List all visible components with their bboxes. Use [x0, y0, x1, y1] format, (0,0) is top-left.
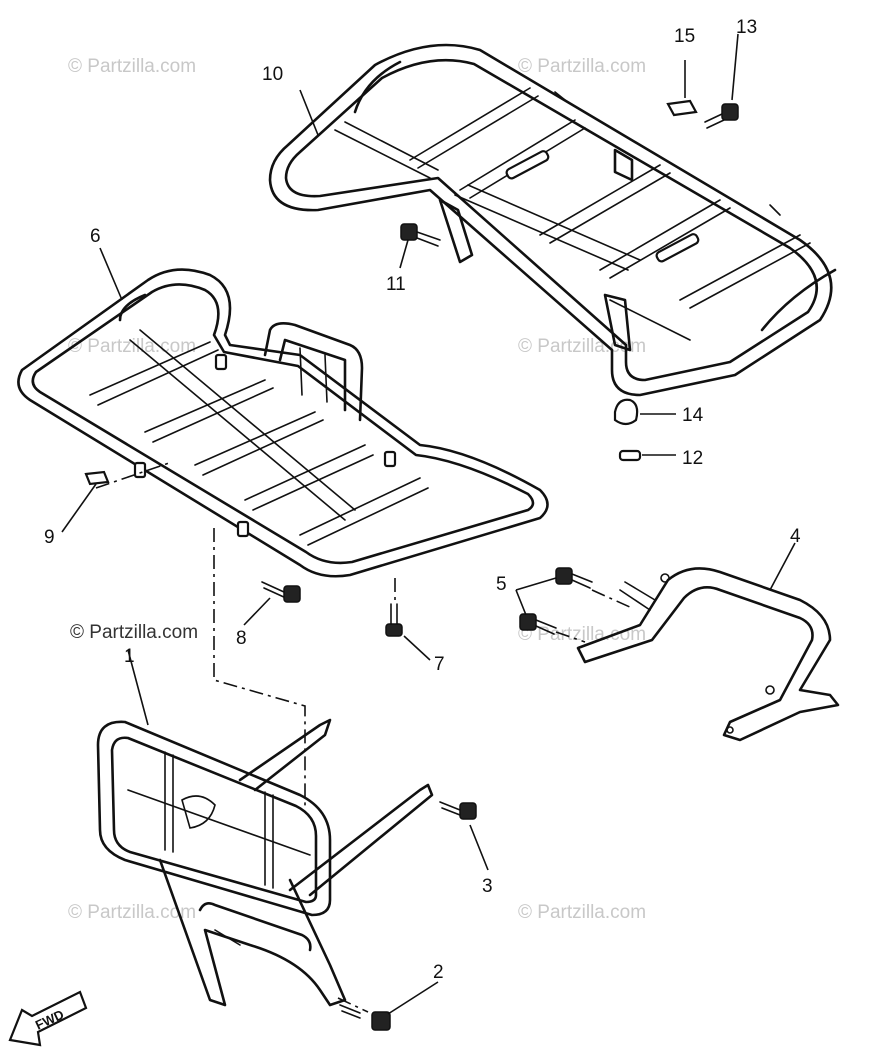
callout-1: 1 — [124, 646, 135, 667]
callout-5: 5 — [496, 574, 507, 595]
bolt-2 — [339, 1004, 391, 1031]
rear-carrier — [268, 43, 837, 397]
watermark-primary: © Partzilla.com — [70, 622, 198, 643]
watermark-bottom-right: © Partzilla.com — [518, 902, 646, 923]
watermark-top-left: © Partzilla.com — [68, 56, 196, 77]
callout-14: 14 — [682, 405, 704, 426]
fwd-label: FWD — [33, 1007, 66, 1033]
rear-label-plate — [666, 99, 698, 117]
bolt-3 — [439, 801, 477, 820]
clamp-14 — [613, 398, 639, 426]
watermark-bottom-left: © Partzilla.com — [68, 902, 196, 923]
callout-13: 13 — [736, 17, 757, 38]
bolt-8 — [261, 581, 301, 603]
watermark-mid-left: © Partzilla.com — [68, 336, 196, 357]
nut-12 — [618, 449, 642, 462]
bolt-13 — [704, 103, 739, 129]
callout-4: 4 — [790, 526, 801, 547]
front-carrier — [17, 268, 549, 578]
bolt-7 — [385, 603, 403, 637]
callout-8: 8 — [236, 628, 247, 649]
forward-direction-marker: FWD — [8, 990, 88, 1047]
callout-11: 11 — [386, 274, 406, 295]
side-bracket — [576, 567, 840, 742]
callout-15: 15 — [674, 26, 695, 47]
bolt-11 — [400, 223, 441, 247]
callout-12: 12 — [682, 448, 703, 469]
bolt-5-upper — [555, 567, 593, 589]
callout-10: 10 — [262, 64, 283, 85]
watermark-lower-right: © Partzilla.com — [518, 624, 646, 645]
callout-3: 3 — [482, 876, 493, 897]
callout-7: 7 — [434, 654, 445, 675]
callout-9: 9 — [44, 527, 55, 548]
watermark-top-right: © Partzilla.com — [518, 56, 646, 77]
front-label-plate — [84, 470, 110, 486]
bolt-5-lower — [519, 613, 557, 635]
front-guard — [96, 718, 434, 1007]
callout-6: 6 — [90, 226, 101, 247]
callout-2: 2 — [433, 962, 444, 983]
